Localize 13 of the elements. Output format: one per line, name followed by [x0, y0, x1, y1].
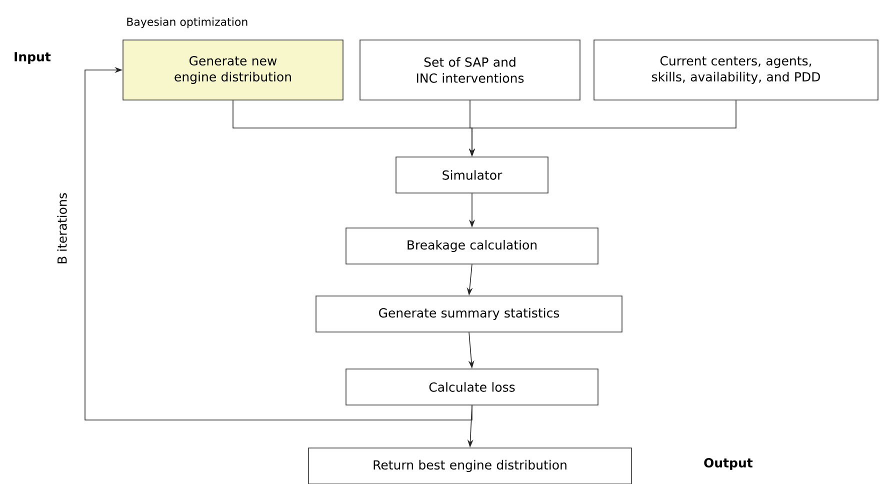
process-box: Generate new engine distribution	[122, 40, 344, 100]
process-box: Set of SAP and INC interventions	[360, 40, 580, 100]
process-box: Generate summary statistics	[316, 296, 622, 332]
arrow	[84, 66, 472, 420]
process-box: Calculate loss	[346, 368, 598, 406]
process-box: Breakage calculation	[346, 228, 598, 264]
process-box: Simulator	[396, 156, 548, 194]
caption-text: Bayesian optimization	[127, 17, 248, 28]
side-label: Output	[704, 458, 753, 470]
edge-label: B iterations	[55, 190, 69, 266]
side-label: Input	[14, 52, 51, 64]
process-box: Current centers, agents, skills, availability, and PDD	[594, 40, 878, 100]
process-box: Return best engine distribution	[308, 448, 632, 484]
